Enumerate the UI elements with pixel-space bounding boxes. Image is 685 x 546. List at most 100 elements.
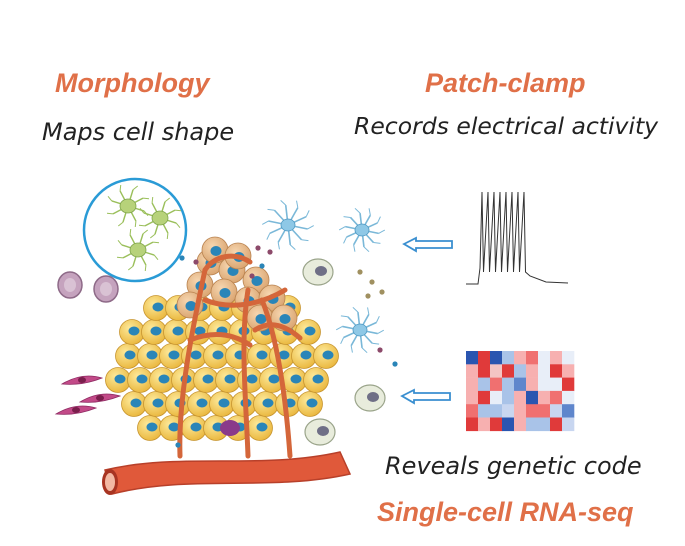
astrocyte-process	[377, 216, 381, 224]
heatmap-cell	[526, 364, 539, 378]
astrocyte-process	[343, 236, 347, 244]
microglia-process	[142, 197, 150, 200]
vesicle-core	[64, 278, 76, 292]
vesicle-core	[100, 282, 112, 296]
microglia-process	[127, 265, 134, 271]
nucleus	[290, 374, 302, 384]
heatmap-cell	[490, 390, 503, 405]
nucleus	[210, 246, 222, 256]
nucleus	[168, 350, 180, 360]
nucleus	[218, 398, 230, 408]
heatmap-cell	[538, 364, 551, 378]
nucleus	[268, 374, 280, 384]
heatmap-cell	[538, 351, 551, 365]
microglia-body	[151, 210, 169, 226]
nucleus	[185, 301, 197, 311]
heatmap-cell	[526, 351, 539, 365]
microglia-process	[142, 229, 149, 235]
microglia-process	[151, 196, 154, 204]
heatmap-cell	[550, 351, 563, 365]
heatmap-cell	[490, 417, 503, 432]
microglia-process	[139, 207, 145, 214]
morphology-title: Morphology	[55, 68, 210, 98]
particle	[377, 347, 383, 353]
rna-seq-subtitle: Reveals genetic code	[385, 452, 642, 480]
particle	[369, 279, 375, 285]
astrocyte-process	[361, 347, 368, 354]
astrocyte-process	[375, 315, 380, 323]
heatmap-cell	[514, 364, 527, 378]
macrophage-nucleus	[315, 266, 327, 276]
microglia-process	[144, 264, 147, 272]
heatmap-cell	[490, 377, 503, 392]
nucleus	[202, 374, 214, 384]
heatmap-cell	[502, 351, 515, 365]
heatmap-cell	[514, 417, 527, 432]
microglia-process	[174, 209, 182, 212]
nucleus	[322, 350, 334, 360]
astrocyte-process	[353, 244, 356, 252]
particle	[379, 289, 385, 295]
nucleus	[146, 422, 158, 432]
heatmap-cell	[478, 404, 491, 418]
astrocyte-body	[352, 323, 368, 337]
heatmap-cell	[490, 351, 503, 365]
nucleus	[262, 398, 274, 408]
microglia-process	[134, 220, 137, 228]
astrocyte-process	[335, 325, 343, 331]
nucleus	[255, 314, 267, 324]
particle	[249, 273, 255, 279]
astrocyte-process	[267, 208, 275, 211]
astrocyte-process	[340, 315, 348, 318]
nucleus	[158, 374, 170, 384]
nucleus	[146, 350, 158, 360]
heatmap-cell	[514, 351, 527, 365]
astrocyte-process	[367, 307, 370, 315]
capillary-network	[177, 253, 303, 459]
astrocyte-body	[354, 223, 370, 237]
rna-seq-title: Single-cell RNA-seq	[377, 497, 634, 527]
heatmap-cell	[562, 417, 575, 432]
heatmap-cell	[550, 404, 563, 418]
astrocyte-process	[378, 229, 386, 234]
microglia-process	[117, 221, 124, 227]
heatmap-cell	[514, 404, 527, 418]
nucleus	[172, 326, 184, 336]
astrocyte-process	[343, 216, 351, 218]
nucleus	[152, 302, 164, 312]
particle	[267, 249, 273, 255]
heatmap-cell	[538, 377, 551, 392]
heatmap-cell	[466, 377, 479, 392]
heatmap-cell	[466, 417, 479, 432]
astrocyte-process	[352, 306, 359, 313]
microglia-process	[116, 256, 124, 259]
heatmap-cell	[562, 390, 575, 405]
astrocyte-process	[373, 242, 381, 244]
particle	[392, 361, 398, 367]
microglia-process	[107, 195, 113, 202]
astrocyte-icon	[262, 199, 386, 354]
fibroblast-nucleus	[96, 395, 104, 401]
astrocyte-process	[280, 199, 287, 206]
astrocyte-process	[368, 208, 371, 216]
microglia-process	[119, 184, 122, 192]
astrocyte-body	[280, 218, 296, 232]
heatmap-cell	[502, 390, 515, 405]
astrocyte-process	[296, 200, 299, 208]
nucleus	[212, 350, 224, 360]
heatmap-cell	[466, 390, 479, 405]
nucleus	[219, 288, 231, 298]
heatmap-cell	[514, 377, 527, 392]
nucleus	[114, 374, 126, 384]
nucleus	[190, 422, 202, 432]
nucleus	[306, 398, 318, 408]
astrocyte-process	[340, 337, 345, 345]
microglia-process	[106, 212, 114, 215]
microglia-process	[152, 241, 160, 244]
nucleus	[278, 350, 290, 360]
microglia-process	[138, 224, 146, 227]
heatmap-cell	[526, 417, 539, 432]
heatmap-cell	[550, 377, 563, 392]
microglia-process	[153, 254, 159, 261]
